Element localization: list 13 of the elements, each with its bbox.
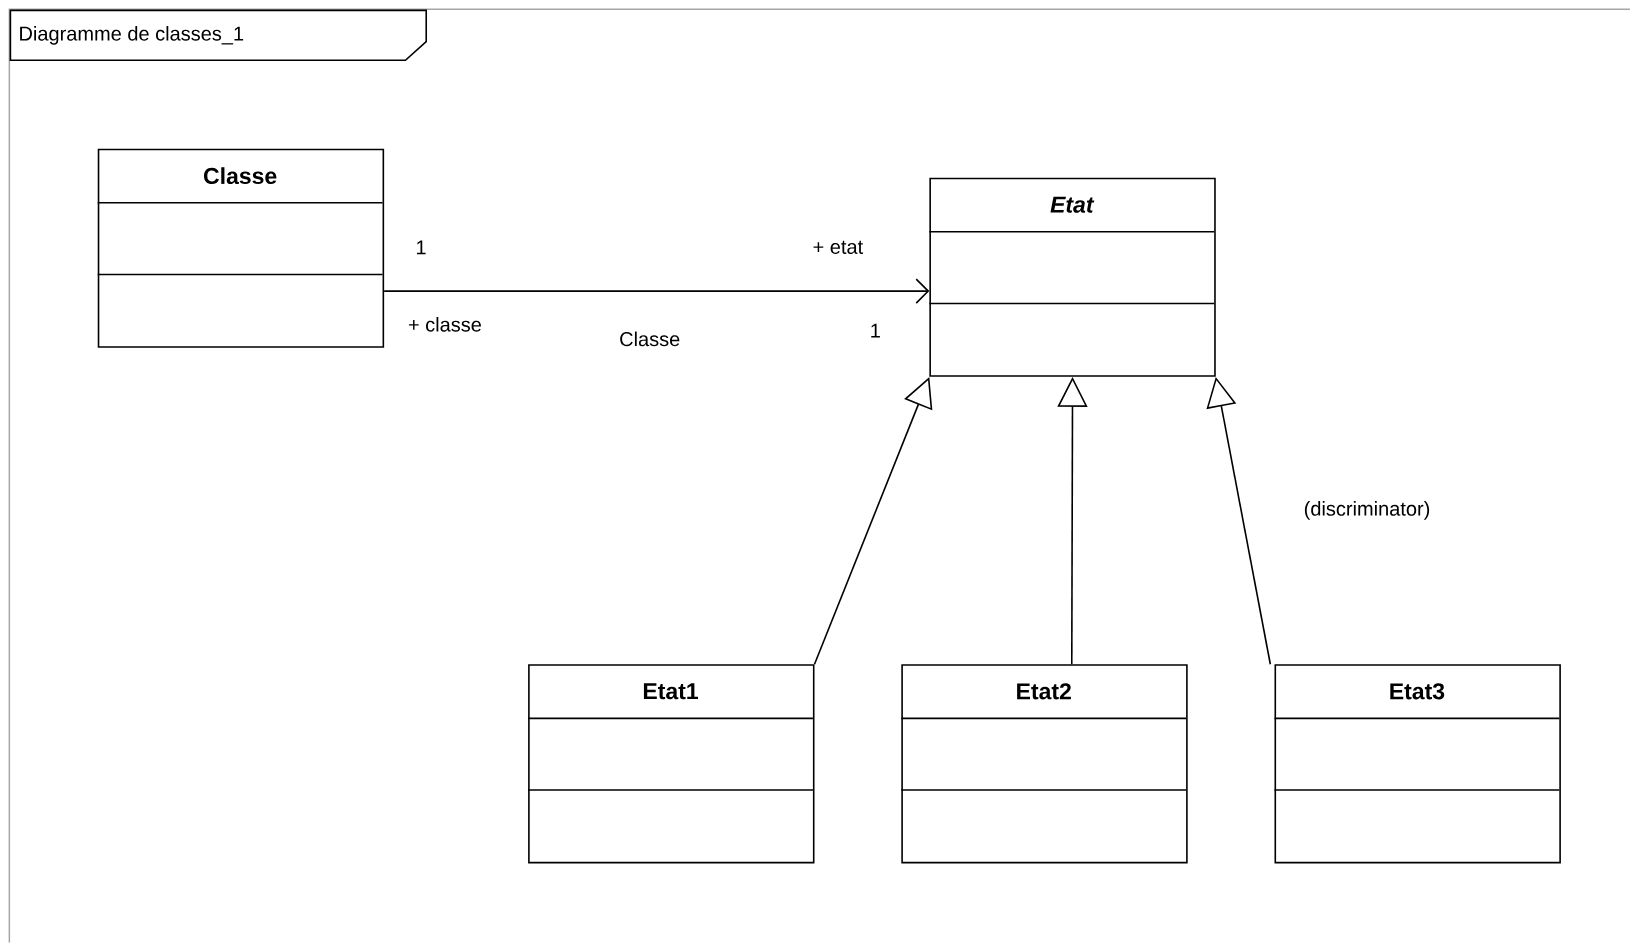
association-arrow [383, 278, 930, 304]
class-box: Etat2 [900, 664, 1188, 864]
edge-label: Classe [620, 331, 680, 347]
class-box: Etat [928, 177, 1216, 377]
multiplicity-label: + classe [408, 317, 481, 332]
class-box: Classe [96, 148, 385, 348]
multiplicity-label: 1 [417, 240, 426, 255]
multiplicity-label: + etat [813, 240, 863, 255]
class-box: Etat3 [1273, 664, 1561, 864]
frame-label: Diagramme de classes_1 [9, 9, 428, 62]
class-box: Etat1 [527, 664, 815, 864]
multiplicity-label: 1 [871, 323, 880, 338]
edge-label: (discriminator) [1304, 501, 1430, 520]
